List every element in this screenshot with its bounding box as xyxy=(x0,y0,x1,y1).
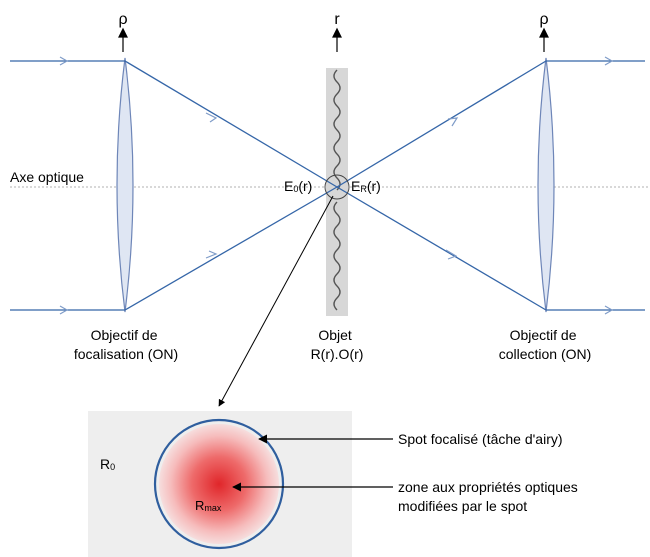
center-axis-arrowhead xyxy=(332,27,342,38)
center-axis-label: r xyxy=(334,11,340,28)
beam-rays xyxy=(10,60,645,311)
reflected-field-label: ER(r) xyxy=(351,178,381,194)
ray-direction-arrows xyxy=(59,56,614,315)
right-axis-arrowhead xyxy=(539,27,549,38)
zoom-pointer-arrow xyxy=(218,195,334,407)
left-axis-label: ρ xyxy=(118,11,127,28)
focal-point-circle xyxy=(324,174,350,200)
focusing-lens xyxy=(116,57,134,313)
arrow-out-top xyxy=(604,56,614,66)
object-wavy-line xyxy=(333,69,341,311)
ray-converge-bottom xyxy=(124,186,338,311)
axis-arrows xyxy=(118,27,549,52)
airy-spot-circle xyxy=(153,418,285,550)
collection-objective-caption: Objectif de collection (ON) xyxy=(499,327,592,362)
optical-axis-label: Axe optique xyxy=(10,169,84,185)
object-strip xyxy=(326,68,348,316)
focusing-objective-caption: Objectif de focalisation (ON) xyxy=(74,327,178,362)
ray-diverge-bottom xyxy=(336,186,547,311)
ray-converge-top xyxy=(124,60,338,188)
object-caption: Objet R(r).O(r) xyxy=(311,327,364,362)
airy-spot-fill xyxy=(159,424,279,544)
arrow-conv-bottom xyxy=(205,250,218,259)
collection-lens xyxy=(537,57,555,313)
max-reflectance-label: Rmax xyxy=(195,498,222,513)
left-axis-arrowhead xyxy=(118,27,128,38)
arrow-div-bottom xyxy=(445,249,458,260)
zone-annotation-text: zone aux propriétés optiques modifiées p… xyxy=(398,479,582,514)
incident-field-label: E0(r) xyxy=(284,178,312,194)
right-axis-label: ρ xyxy=(539,11,548,28)
arrow-div-top xyxy=(447,117,459,127)
arrow-in-bottom xyxy=(59,305,69,315)
arrow-out-bottom xyxy=(604,305,614,315)
arrow-in-top xyxy=(59,56,69,66)
ray-diverge-top xyxy=(336,60,547,188)
background-reflectance-label: R0 xyxy=(100,456,115,472)
spot-annotation-text: Spot focalisé (tâche d'airy) xyxy=(398,431,563,447)
arrow-conv-top xyxy=(205,112,218,123)
